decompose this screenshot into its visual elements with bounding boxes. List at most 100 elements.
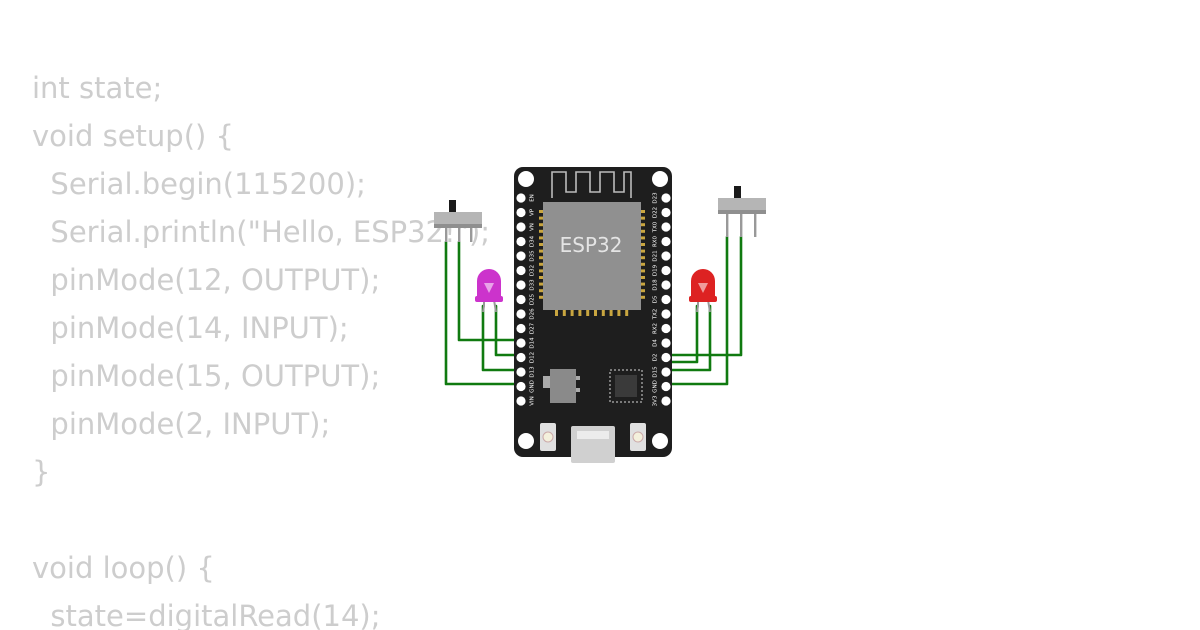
esp32-module	[543, 202, 641, 310]
mounting-hole	[652, 433, 668, 449]
pin-hole-d15[interactable]	[661, 367, 671, 377]
code-line: }	[32, 455, 51, 489]
pin-hole-d13[interactable]	[516, 367, 526, 377]
pin-hole-rx2[interactable]	[661, 323, 671, 334]
pin-label: TX2	[653, 309, 659, 321]
led-reflector	[484, 283, 494, 293]
led-left[interactable]	[475, 269, 503, 313]
pin-label: VIN	[530, 396, 536, 406]
pin-label: VN	[530, 223, 536, 231]
pin-label: 3V3	[653, 395, 659, 406]
chip-pad	[539, 289, 544, 293]
pin-hole-tx0[interactable]	[661, 222, 671, 232]
pin-hole-d25[interactable]	[516, 294, 526, 305]
led-rim	[475, 296, 503, 302]
right-pin-header	[661, 193, 671, 406]
chip-pad	[640, 210, 645, 213]
switch-leg	[458, 228, 461, 242]
chip-pad	[640, 256, 645, 260]
pin-hole-gnd[interactable]	[516, 381, 526, 392]
pin-hole-d12[interactable]	[516, 352, 526, 363]
pin-hole-d26[interactable]	[516, 309, 526, 319]
esp32-devkit-board[interactable]: ESP32 ENVPVND34D35D32D33D25D26D27D14D12D…	[514, 167, 672, 463]
code-line: void loop() {	[32, 551, 215, 585]
pin-hole-vin[interactable]	[516, 396, 526, 406]
pin-hole-d2[interactable]	[661, 352, 671, 363]
chip-pad	[594, 310, 597, 316]
switch-shadow	[718, 210, 766, 214]
pin-hole-d33[interactable]	[516, 280, 526, 290]
chip-label: ESP32	[560, 233, 623, 257]
led-right[interactable]	[689, 269, 717, 313]
code-snippet: int state;void setup() { Serial.begin(11…	[32, 64, 490, 630]
pin-hole-d4[interactable]	[661, 338, 671, 348]
pin-label: D35	[530, 250, 536, 262]
pin-hole-d18[interactable]	[661, 280, 671, 290]
chip-pad	[640, 276, 645, 279]
pin-hole-tx2[interactable]	[661, 309, 671, 319]
pin-label: D32	[530, 265, 536, 276]
code-line: pinMode(2, INPUT);	[32, 407, 331, 441]
right-pin-labels: D23D22TX0RX0D21D19D18D5TX2RX2D4D2D15GND3…	[653, 192, 659, 407]
en-button[interactable]	[540, 423, 556, 451]
wifi-antenna-trace	[551, 171, 632, 198]
chip-pad	[578, 310, 582, 316]
pin-hole-d22[interactable]	[661, 207, 671, 218]
mounting-hole	[518, 433, 534, 449]
chip-pad	[625, 310, 629, 316]
pin-hole-vp[interactable]	[516, 207, 526, 218]
pin-hole-gnd[interactable]	[661, 381, 671, 392]
wire-left-led-a	[481, 304, 523, 372]
chip-pad	[539, 295, 544, 299]
pin-label: RX0	[653, 235, 659, 247]
pin-label: EN	[530, 194, 536, 202]
pin-hole-d35[interactable]	[516, 251, 526, 261]
chip-pad	[539, 262, 544, 266]
chip-pad	[539, 243, 544, 246]
chip-pad	[539, 229, 544, 233]
pin-hole-d14[interactable]	[516, 338, 526, 348]
code-line: pinMode(14, INPUT);	[32, 311, 349, 345]
pin-hole-d34[interactable]	[516, 236, 526, 247]
pin-label: D22	[653, 207, 659, 218]
pin-hole-d32[interactable]	[516, 265, 526, 276]
chip-pad	[539, 276, 544, 279]
chip-pad	[539, 256, 544, 260]
pin-label: D14	[530, 337, 536, 349]
wire-right-led-a	[664, 304, 712, 372]
chip-pad	[640, 249, 645, 253]
pin-hole-en[interactable]	[516, 193, 526, 203]
pin-label: D34	[530, 235, 536, 247]
pin-hole-d19[interactable]	[661, 265, 671, 276]
slide-switch-left[interactable]	[434, 200, 482, 242]
chip-pad	[539, 249, 544, 253]
pin-hole-d23[interactable]	[661, 193, 671, 203]
pin-hole-rx0[interactable]	[661, 236, 671, 247]
chip-pad	[586, 310, 590, 316]
pin-label: VP	[530, 208, 536, 216]
pin-hole-d5[interactable]	[661, 294, 671, 305]
chip-pad	[570, 310, 574, 316]
pin-label: D21	[653, 250, 659, 261]
switch-shadow	[434, 224, 482, 228]
switch-knob[interactable]	[734, 186, 741, 198]
chip-pads	[539, 210, 645, 316]
slide-switch-right[interactable]	[718, 186, 766, 237]
switch-leg	[740, 214, 743, 237]
pin-hole-vn[interactable]	[516, 222, 526, 232]
pin-hole-3v3[interactable]	[661, 396, 671, 406]
switch-knob[interactable]	[449, 200, 456, 212]
pin-hole-d27[interactable]	[516, 323, 526, 334]
code-line: pinMode(15, OUTPUT);	[32, 359, 381, 393]
pin-label: RX2	[653, 323, 659, 334]
chip-pad	[617, 310, 621, 316]
boot-button[interactable]	[630, 423, 646, 451]
pin-label: D27	[530, 322, 536, 334]
pin-label: D25	[530, 293, 536, 305]
pin-hole-d21[interactable]	[661, 251, 671, 261]
wire-left-switch-b	[457, 240, 523, 342]
chip-pad	[640, 223, 645, 227]
chip-pad	[640, 262, 645, 266]
chip-pad	[555, 310, 558, 316]
